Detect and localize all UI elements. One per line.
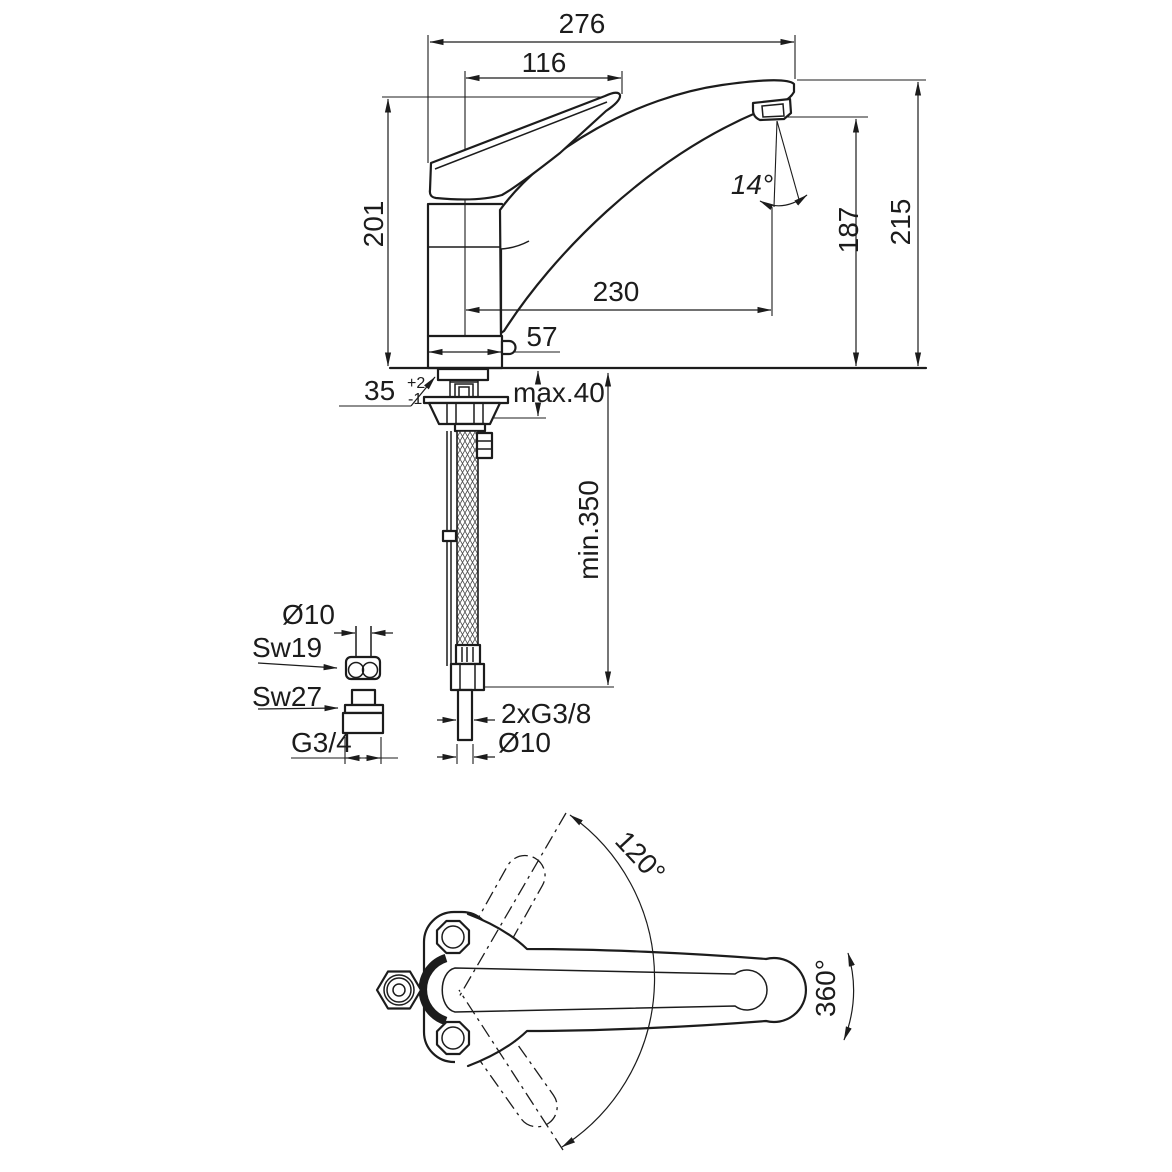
hose-nut: [449, 662, 486, 692]
dim-mount-hole-tol-minus: -1: [408, 391, 422, 408]
side-view: 276 116 201 215 187 230 57 14° 35 +2 -1 …: [339, 8, 928, 742]
dim-overall-width: 276: [559, 8, 606, 39]
mounting-flange: [427, 401, 502, 426]
label-hose-thread: 2xG3/8: [501, 698, 591, 729]
faucet-side-outline: [388, 79, 928, 370]
dim-mount-hole: 35: [364, 375, 395, 406]
mounting-hardware: [422, 367, 510, 433]
dim-spout-reach: 230: [593, 276, 640, 307]
spout-profile: [498, 79, 796, 335]
dim-outlet-angle: 14°: [731, 169, 773, 200]
swivel-arc-120: [561, 814, 656, 1148]
lever-top-view: [441, 967, 768, 1013]
dim-handle-rotation: 360°: [810, 959, 841, 1017]
connection-parts: Ø10 Sw19 Sw27 G3/4 2xG3/8 Ø10: [252, 599, 591, 764]
label-adapter-thread: G3/4: [291, 727, 352, 758]
label-wrench-large: Sw27: [252, 681, 322, 712]
spout-top-view: [466, 912, 807, 1068]
braided-hose: [456, 430, 479, 646]
dim-handle-height: 201: [358, 201, 389, 248]
plan-view: 120° 360°: [375, 812, 855, 1151]
dim-deck-thickness: max.40: [513, 377, 605, 408]
dimension-lines: [384, 38, 922, 686]
dim-spout-swivel: 120°: [609, 825, 671, 889]
angle-arc-14: [759, 194, 808, 210]
lever-handle: [428, 91, 622, 201]
dim-handle-length: 116: [522, 47, 567, 78]
dim-clearance-below: min.350: [573, 480, 604, 580]
copper-tail: [456, 688, 474, 742]
dim-overall-height: 215: [885, 199, 916, 246]
label-wrench-small: Sw19: [252, 632, 322, 663]
dim-mount-hole-tol-plus: +2: [407, 375, 425, 392]
dim-base-width: 57: [526, 321, 557, 352]
supply-hoses: [441, 430, 494, 742]
sw27-adapter: [350, 688, 377, 707]
rotation-arc-360: [843, 952, 855, 1041]
dim-outlet-height: 187: [833, 207, 864, 254]
label-supply-pipe-dia: Ø10: [282, 599, 335, 630]
extension-lines: [339, 35, 926, 688]
label-tail-pipe-dia: Ø10: [498, 727, 551, 758]
